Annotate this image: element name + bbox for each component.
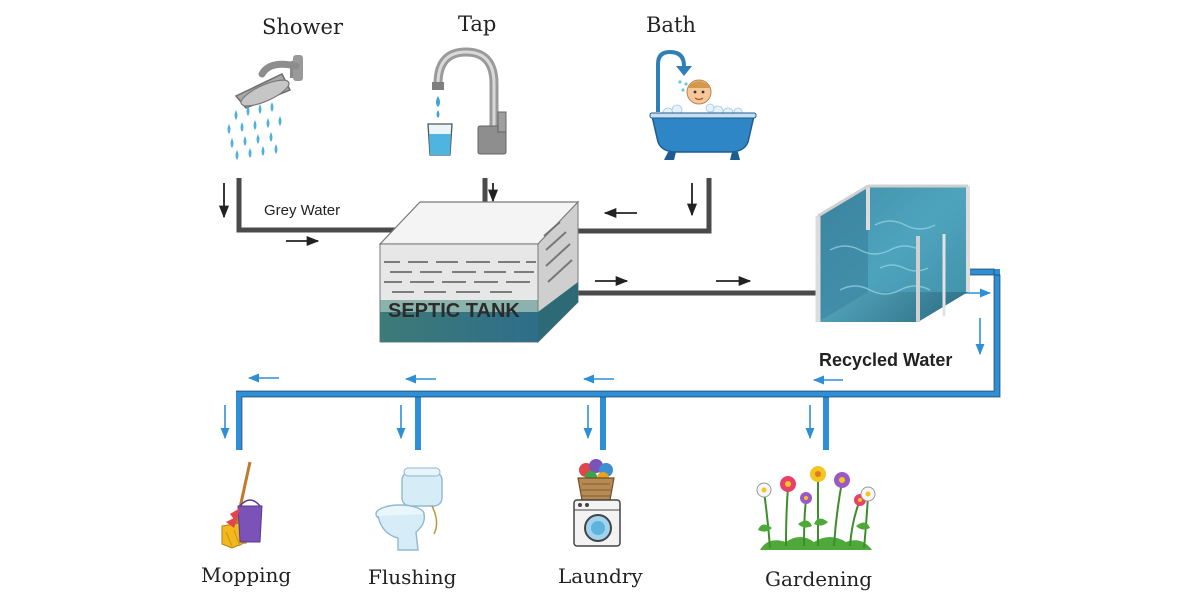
laundry-label: Laundry [558,564,643,588]
toilet-icon [375,467,443,551]
bath-drain-pipe [578,178,712,234]
bath-icon [649,49,757,160]
shower-icon [227,55,303,160]
septic-tank-icon [378,200,580,344]
shower-drain-pipe [236,178,405,233]
recycled-water-label: Recycled Water [819,350,953,370]
tap-icon [427,47,507,156]
flushing-label: Flushing [368,565,457,589]
mopping-label: Mopping [201,563,292,587]
recycled-flow-arrows [220,288,992,440]
recycled-water-tank-icon [815,184,970,322]
gardening-label: Gardening [765,567,873,591]
recycled-water-pipes [236,269,1000,450]
grey-water-pipes [236,178,822,296]
recycled-main-pipe [236,269,1000,450]
mop-bucket-icon [221,461,263,549]
septic-tank-label: SEPTIC TANK [388,300,520,322]
shower-label: Shower [262,15,343,39]
bath-label: Bath [646,13,696,37]
tap-label: Tap [458,12,497,36]
grey-water-label: Grey Water [264,202,341,219]
washing-machine-icon [573,459,621,547]
grey-flow-arrows [218,183,752,287]
flowers-icon [756,466,876,550]
